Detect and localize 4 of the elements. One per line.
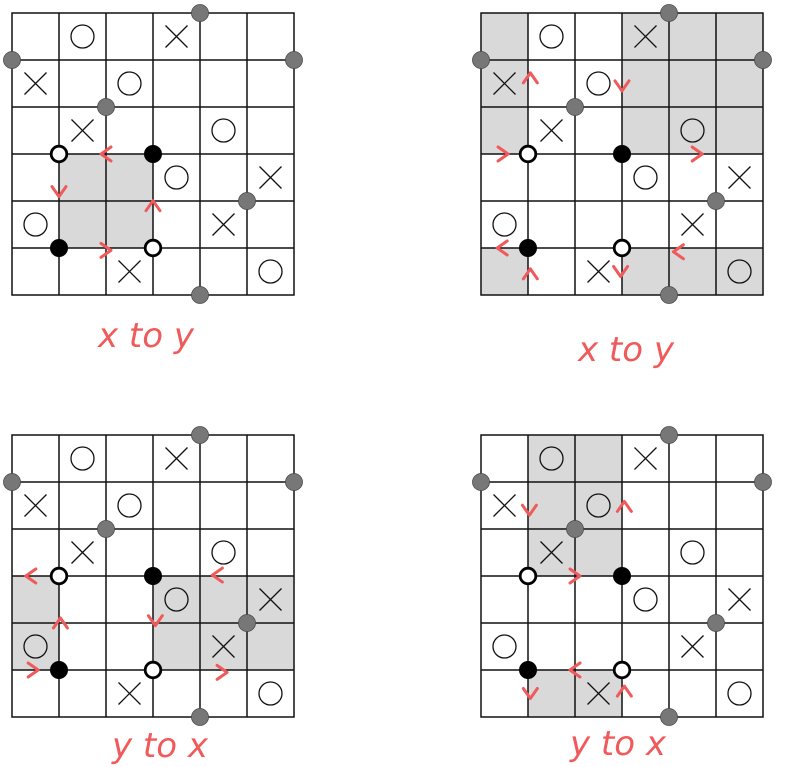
handwritten-caption: y to x	[112, 726, 208, 766]
handwritten-caption: x to y	[578, 330, 674, 370]
handwritten-caption: x to y	[98, 316, 194, 356]
handwritten-caption: y to x	[570, 724, 666, 764]
